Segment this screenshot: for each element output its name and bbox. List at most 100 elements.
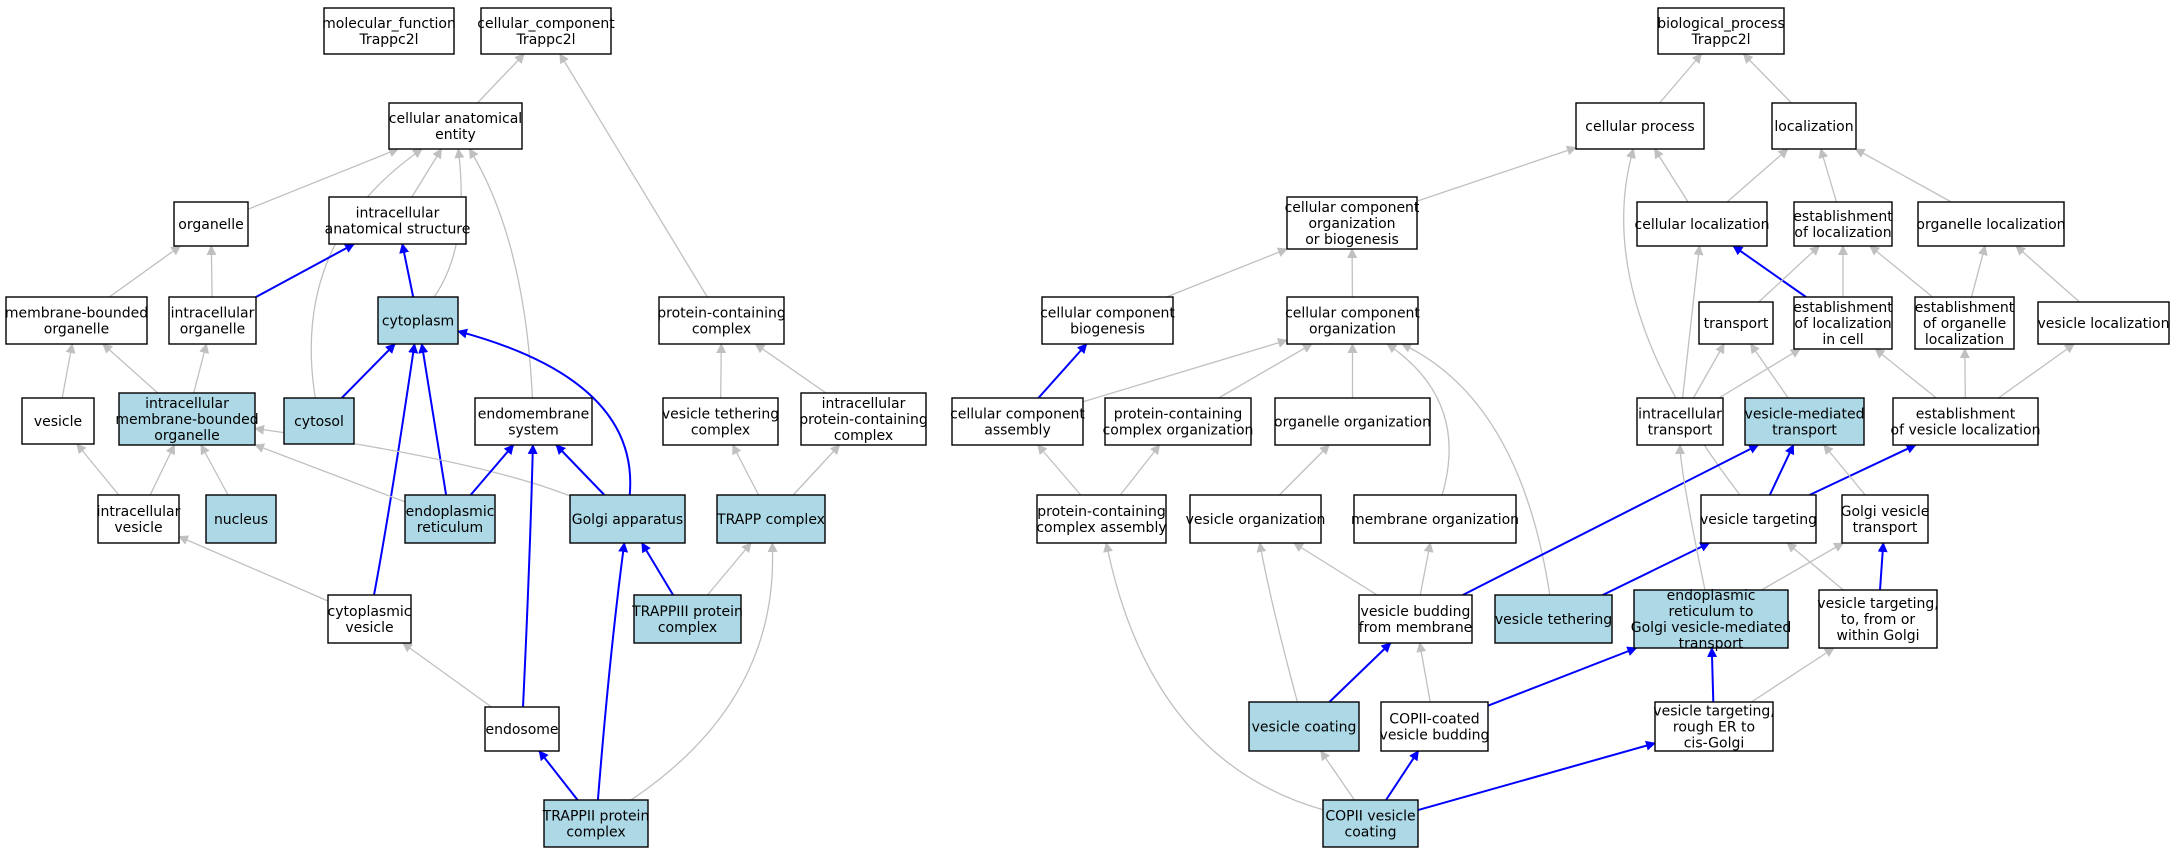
node-nucleus: nucleus: [205, 494, 277, 544]
node-label: complex: [658, 620, 717, 636]
node-box: [1914, 296, 2015, 350]
edge-pcca-to-pcco: [1119, 444, 1161, 496]
node-label: intracellular: [1638, 407, 1722, 423]
node-label: vesicle targeting,: [1817, 596, 1938, 612]
edge-inttrans-to-elc: [1718, 348, 1801, 399]
node-label: establishment: [1915, 300, 2015, 316]
edge-imbo-to-io: [193, 343, 209, 394]
node-label: transport: [1679, 636, 1744, 652]
edge-trappiii-to-golgi: [641, 542, 674, 596]
node-label: of localization: [1794, 225, 1891, 241]
node-box: [1636, 397, 1724, 446]
edge-copiicoat-to-vcoat: [1320, 750, 1355, 801]
node-cellproc: cellular process: [1575, 102, 1705, 150]
edge-mbo-to-organelle: [108, 245, 182, 298]
edge-cytosol-to-cae: [310, 148, 423, 399]
edge-endosome-to-cv: [401, 642, 492, 708]
edge-inttrans-to-cellloc: [1681, 245, 1704, 399]
node-box: [1041, 296, 1174, 345]
node-box: [1917, 201, 2065, 247]
edge-copiicoat-to-pcca: [1103, 542, 1324, 811]
node-label: Golgi apparatus: [572, 512, 683, 528]
edge-ergolgi-to-gvt: [1761, 542, 1845, 591]
node-box: [168, 296, 257, 345]
node-transport: transport: [1698, 301, 1774, 345]
node-label: protein-containing: [657, 306, 785, 322]
node-label: Trappc2l: [358, 32, 418, 48]
edge-er-to-cytoplasm: [418, 343, 448, 496]
edge-nucleus-to-imbo: [200, 444, 229, 496]
node-label: Trappc2l: [1690, 32, 1750, 48]
edge-vtrough-to-ergolgi: [1707, 647, 1718, 703]
node-label: biogenesis: [1070, 322, 1145, 338]
node-label: intracellular: [145, 396, 229, 412]
edge-imbo-to-mbo: [102, 343, 159, 394]
node-label: Golgi vesicle: [1841, 504, 1930, 520]
node-box: [1771, 102, 1857, 150]
node-vcoat: vesicle coating: [1248, 701, 1360, 752]
edge-orgloc-to-localization: [1854, 148, 1952, 203]
node-label: establishment: [1793, 209, 1893, 225]
node-label: transport: [1704, 316, 1769, 332]
node-box: [633, 594, 742, 644]
node-label: endoplasmic: [1667, 588, 1756, 604]
node-label: in cell: [1822, 332, 1863, 348]
edge-endomembrane-to-cae: [468, 148, 534, 399]
edge-vbm-to-vesorg: [1293, 542, 1378, 596]
edge-vteth-to-vt: [1602, 542, 1711, 596]
edge-io-to-ias: [255, 243, 355, 298]
node-label: cis-Golgi: [1684, 736, 1745, 752]
node-box: [716, 494, 826, 544]
node-label: organelle: [154, 428, 219, 444]
edge-endosome-to-endomembrane: [522, 444, 538, 708]
edge-vtgolgi-to-gvt: [1877, 542, 1888, 591]
edge-vbm-to-memorg: [1419, 542, 1434, 596]
node-label: endomembrane: [478, 407, 590, 423]
node-box: [1358, 594, 1473, 644]
edge-cca-to-cco: [1082, 338, 1288, 403]
node-label: intracellular: [97, 504, 181, 520]
node-label: localization: [1774, 119, 1853, 135]
edge-inttrans-to-transport: [1692, 343, 1725, 399]
node-box: [404, 494, 496, 544]
node-label: anatomical structure: [325, 222, 471, 238]
node-label: COPII-coated: [1389, 712, 1479, 728]
node-box: [1636, 201, 1768, 247]
node-label: Trappc2l: [515, 32, 575, 48]
node-box: [1841, 494, 1929, 544]
node-label: complex: [691, 423, 750, 439]
node-box: [1286, 296, 1419, 345]
node-label: intracellular: [356, 206, 440, 222]
node-label: from membrane: [1359, 620, 1473, 636]
edge-copiicoat-to-copiibud: [1385, 750, 1420, 801]
node-box: [1274, 397, 1431, 446]
node-label: vesicle: [345, 620, 393, 636]
node-label: coating: [1345, 825, 1397, 841]
node-label: molecular_function: [322, 16, 456, 32]
node-vesicle: vesicle: [21, 397, 95, 445]
edge-cytosol-to-cytoplasm: [340, 343, 396, 399]
node-box: [1793, 296, 1893, 350]
node-box: [1698, 301, 1774, 345]
node-label: intracellular: [171, 306, 255, 322]
node-label: transport: [1648, 423, 1713, 439]
node-label: vesicle-mediated: [1745, 407, 1865, 423]
edge-eol-to-orgloc: [1970, 245, 1988, 298]
edge-elc-to-cellloc: [1732, 245, 1807, 298]
edge-vtrough-to-vtgolgi: [1751, 647, 1835, 703]
node-label: organization: [1308, 216, 1395, 232]
node-box: [1322, 799, 1419, 848]
